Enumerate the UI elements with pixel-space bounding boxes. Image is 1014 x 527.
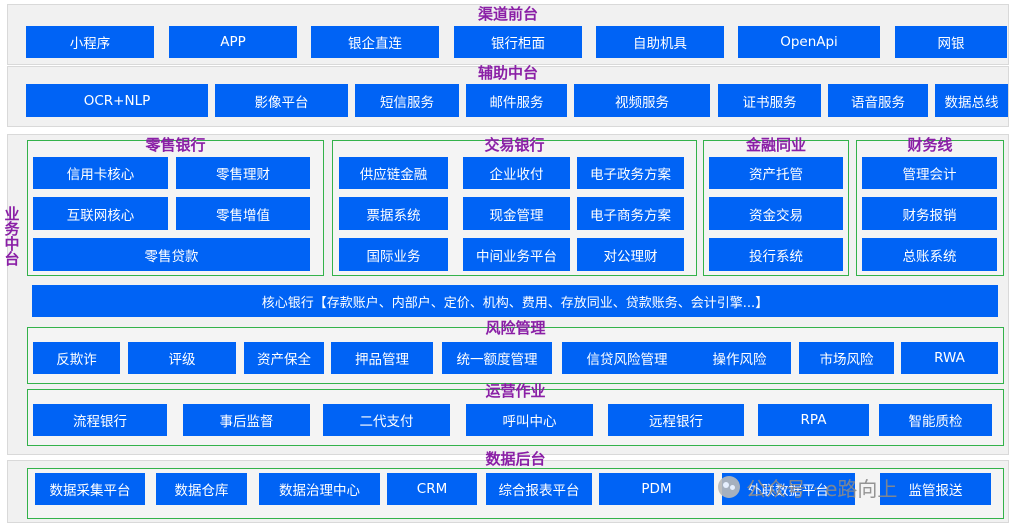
finance-item-management-accounting[interactable]: 管理会计 [862,157,997,189]
txn-item-enterprise-payment[interactable]: 企业收付 [463,157,570,189]
aux-item-ocr-nlp[interactable]: OCR+NLP [26,84,208,117]
risk-item-unified-credit-limit[interactable]: 统一额度管理 [442,342,552,374]
ops-title: 运营作业 [485,382,546,400]
core-banking-bar[interactable]: 核心银行【存款账户、内部户、定价、机构、费用、存放同业、贷款账务、会计引擎...… [32,285,998,317]
ops-item-rpa[interactable]: RPA [758,404,869,436]
risk-item-anti-fraud[interactable]: 反欺诈 [33,342,120,374]
aux-item-voice[interactable]: 语音服务 [828,84,928,117]
ops-item-second-gen-payment[interactable]: 二代支付 [323,404,450,436]
txn-item-supply-chain[interactable]: 供应链金融 [339,157,448,189]
data-item-pdm[interactable]: PDM [599,473,714,505]
aux-item-video[interactable]: 视频服务 [574,84,710,117]
data-item-reporting-platform[interactable]: 综合报表平台 [486,473,592,505]
risk-item-rating[interactable]: 评级 [128,342,236,374]
risk-title: 风险管理 [485,319,546,337]
interbank-item-investment-bank[interactable]: 投行系统 [709,238,843,271]
txn-item-corporate-wealth[interactable]: 对公理财 [577,238,684,271]
interbank-item-custody[interactable]: 资产托管 [709,157,843,189]
retail-item-value-added[interactable]: 零售增值 [176,197,310,230]
retail-item-internet-core[interactable]: 互联网核心 [33,197,168,230]
data-title: 数据后台 [485,450,546,468]
auxiliary-title: 辅助中台 [477,64,538,82]
risk-item-collateral[interactable]: 押品管理 [331,342,433,374]
risk-item-rwa[interactable]: RWA [901,342,998,374]
channel-item-counter[interactable]: 银行柜面 [454,26,582,58]
finance-item-general-ledger[interactable]: 总账系统 [862,238,997,271]
channel-item-openapi[interactable]: OpenApi [738,26,880,58]
aux-item-certificate[interactable]: 证书服务 [718,84,821,117]
finance-title: 财务线 [907,136,953,154]
watermark-text: 公众号 · e路向上 [746,476,898,501]
risk-item-market-risk[interactable]: 市场风险 [799,342,894,374]
finance-item-reimbursement[interactable]: 财务报销 [862,197,997,230]
aux-item-image-platform[interactable]: 影像平台 [215,84,348,117]
channel-item-ebank[interactable]: 网银 [895,26,1007,58]
txn-item-bills[interactable]: 票据系统 [339,197,448,230]
channel-item-self-service[interactable]: 自助机具 [596,26,724,58]
channel-item-mini-program[interactable]: 小程序 [26,26,154,58]
ops-item-call-center[interactable]: 呼叫中心 [466,404,593,436]
txn-item-intermediary[interactable]: 中间业务平台 [463,238,570,271]
channel-item-bank-enterprise[interactable]: 银企直连 [311,26,439,58]
data-item-collection-platform[interactable]: 数据采集平台 [35,473,145,505]
channel-title: 渠道前台 [477,5,538,23]
aux-item-data-bus[interactable]: 数据总线 [935,84,1008,117]
txn-item-e-gov[interactable]: 电子政务方案 [577,157,684,189]
txn-item-e-commerce[interactable]: 电子商务方案 [577,197,684,230]
data-item-crm[interactable]: CRM [387,473,477,505]
data-item-regulatory-reporting[interactable]: 监管报送 [880,473,991,505]
ops-item-process-banking[interactable]: 流程银行 [33,404,167,436]
risk-item-operational-risk[interactable]: 操作风险 [688,342,791,374]
aux-item-email[interactable]: 邮件服务 [466,84,567,117]
aux-item-sms[interactable]: 短信服务 [355,84,459,117]
interbank-title: 金融同业 [745,136,806,154]
wechat-icon [718,476,740,498]
retail-title: 零售银行 [145,136,206,154]
interbank-item-treasury[interactable]: 资金交易 [709,197,843,230]
txn-item-cash-management[interactable]: 现金管理 [463,197,570,230]
ops-item-post-supervision[interactable]: 事后监督 [183,404,310,436]
data-item-external-data[interactable]: 外联数据平台 [722,473,855,505]
retail-item-loans[interactable]: 零售贷款 [33,238,310,271]
ops-item-smart-qc[interactable]: 智能质检 [879,404,992,436]
data-item-warehouse[interactable]: 数据仓库 [156,473,247,505]
retail-item-wealth[interactable]: 零售理财 [176,157,310,189]
watermark: 公众号 · e路向上 [718,472,897,502]
retail-item-credit-card[interactable]: 信用卡核心 [33,157,168,189]
risk-item-credit-risk[interactable]: 信贷风险管理 [562,342,692,374]
ops-item-remote-banking[interactable]: 远程银行 [608,404,744,436]
channel-item-app[interactable]: APP [169,26,297,58]
risk-item-asset-preservation[interactable]: 资产保全 [244,342,324,374]
business-label: 业务中台 [4,205,20,268]
transaction-title: 交易银行 [484,136,545,154]
txn-item-international[interactable]: 国际业务 [339,238,448,271]
data-item-governance[interactable]: 数据治理中心 [259,473,380,505]
